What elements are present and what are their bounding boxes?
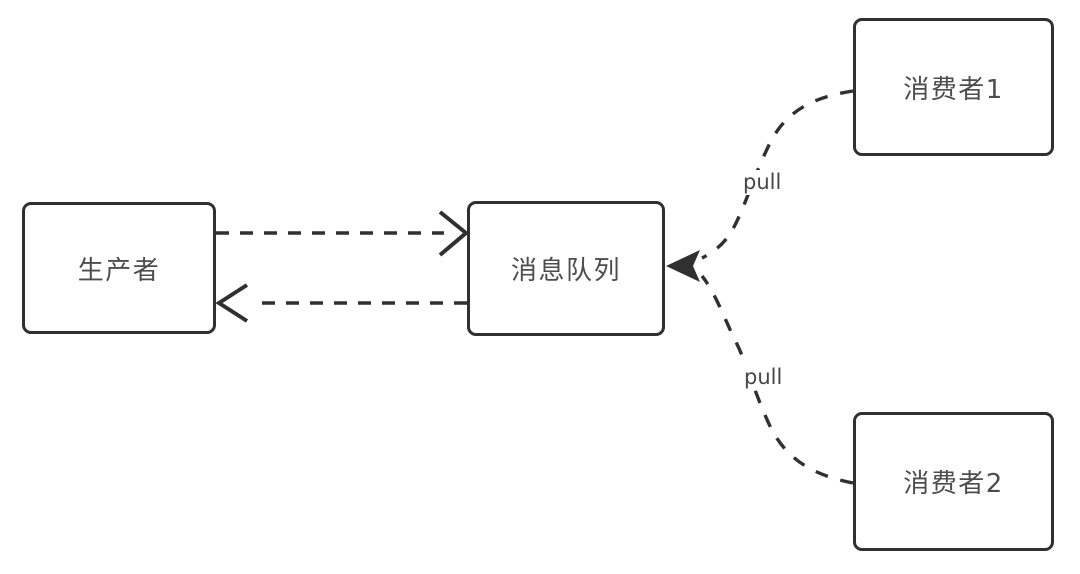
arrowhead-left-solid-icon bbox=[666, 250, 700, 282]
node-consumer2[interactable]: 消费者2 bbox=[853, 412, 1054, 551]
edge-label-pull-bottom: pull bbox=[740, 365, 787, 391]
arrowhead-left-open-icon bbox=[215, 283, 249, 323]
node-consumer2-label: 消费者2 bbox=[903, 469, 1004, 499]
edge-queue-to-producer[interactable] bbox=[215, 283, 467, 323]
node-consumer1[interactable]: 消费者1 bbox=[853, 18, 1054, 156]
arrowhead-right-open-icon bbox=[438, 210, 470, 257]
edge-producer-to-queue[interactable] bbox=[216, 210, 470, 257]
edge-consumer2-to-queue-line[interactable] bbox=[700, 274, 854, 485]
node-producer[interactable]: 生产者 bbox=[22, 202, 216, 334]
node-producer-label: 生产者 bbox=[77, 255, 161, 286]
node-message-queue-label: 消息队列 bbox=[510, 256, 621, 286]
edge-label-pull-top: pull bbox=[739, 170, 786, 196]
node-message-queue[interactable]: 消息队列 bbox=[467, 201, 665, 336]
node-consumer1-label: 消费者1 bbox=[903, 74, 1004, 105]
